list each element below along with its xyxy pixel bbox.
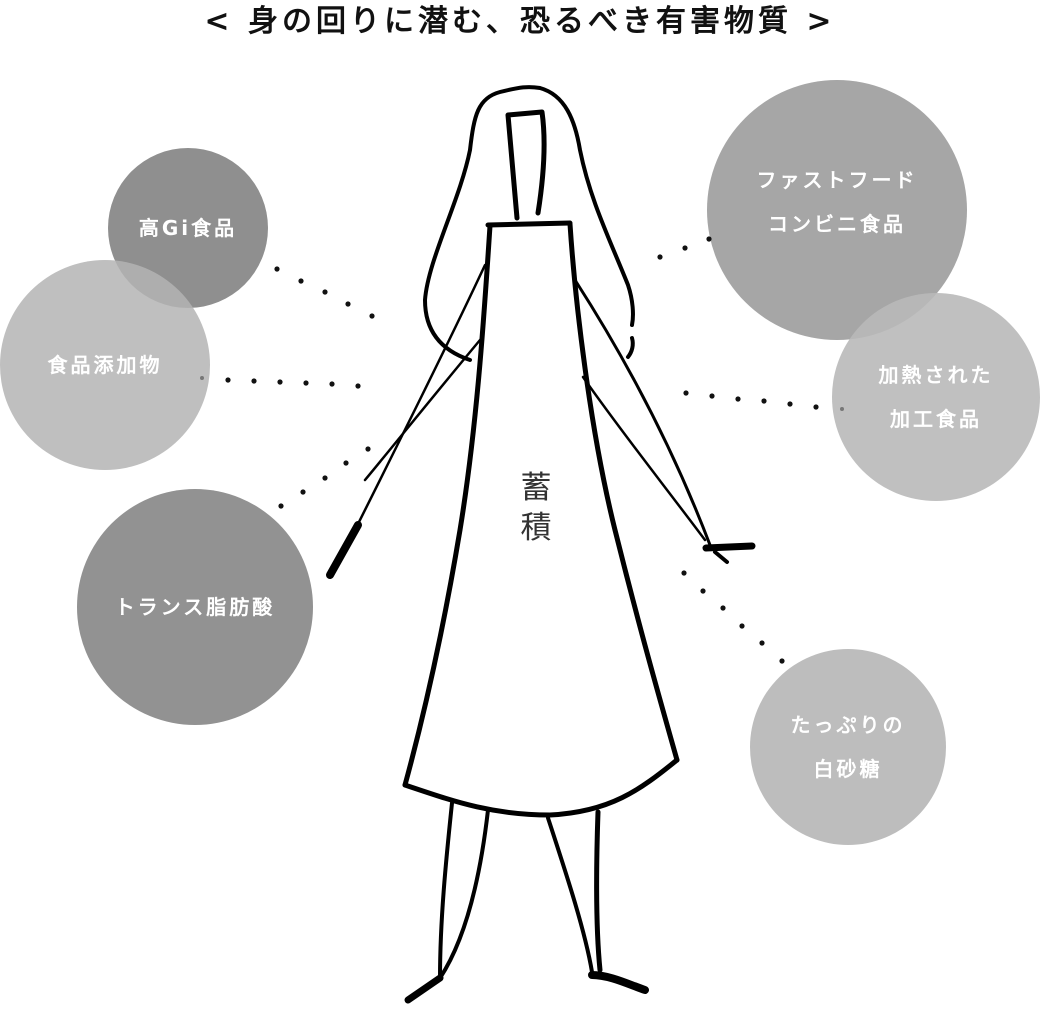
bubble-label: 高Gi食品 — [138, 216, 238, 240]
bubble-food-additives: 食品添加物 — [0, 260, 210, 470]
bubble-white-sugar: たっぷりの 白砂糖 — [750, 649, 946, 845]
figure-lines — [326, 85, 756, 1004]
bubble-label: トランス脂肪酸 — [114, 595, 276, 619]
bubble-heated-processed: 加熱された 加工食品 — [832, 293, 1040, 501]
page-title: < 身の回りに潜む、恐るべき有害物質 > — [204, 4, 836, 39]
dotted-connectors — [200, 236, 844, 664]
bubble-label-line1: たっぷりの — [790, 713, 906, 737]
bubble-label-line2: 白砂糖 — [813, 757, 883, 781]
bubble-label: 食品添加物 — [47, 353, 163, 377]
bubble-label-line2: コンビニ食品 — [768, 212, 906, 236]
accumulation-char-2: 積 — [520, 510, 552, 546]
bubble-label-line2: 加工食品 — [890, 407, 982, 431]
accumulation-label: 蓄 積 — [518, 468, 554, 548]
bubble-trans-fat: トランス脂肪酸 — [77, 489, 313, 725]
accumulation-char-1: 蓄 — [520, 470, 552, 506]
bubble-label-line1: ファストフード — [756, 168, 918, 192]
bubble-label-line1: 加熱された — [878, 363, 994, 387]
